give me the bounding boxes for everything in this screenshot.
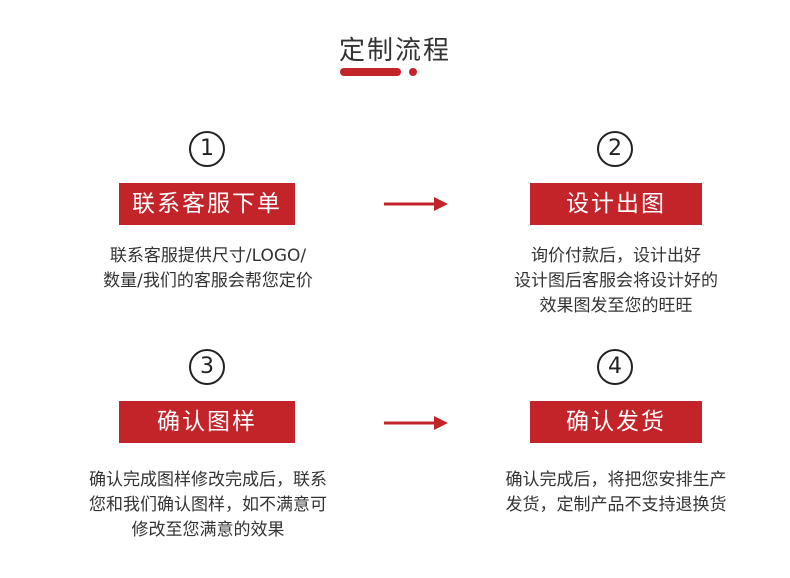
- step-4-label: 确认发货: [530, 401, 702, 443]
- page-title: 定制流程: [338, 36, 451, 66]
- step-1-number-text: 1: [200, 136, 214, 161]
- arrow-right-icon: [384, 416, 448, 430]
- step-2-number-text: 2: [608, 136, 622, 161]
- step-1-description: 联系客服提供尺寸/LOGO/ 数量/我们的客服会帮您定价: [103, 246, 313, 291]
- step-3-number-text: 3: [200, 354, 214, 379]
- step-2-number: 2: [597, 131, 633, 167]
- step-1-number: 1: [189, 131, 225, 167]
- title-underline-dot: [409, 68, 417, 76]
- arrow-right-icon: [384, 197, 448, 211]
- title-underline-bar: [340, 68, 401, 76]
- step-1-label: 联系客服下单: [119, 183, 295, 225]
- step-3-number: 3: [189, 349, 225, 385]
- step-4-description: 确认完成后，将把您安排生产 发货，定制产品不支持退换货: [505, 470, 727, 515]
- step-3-description: 确认完成图样修改完成后，联系 您和我们确认图样，如不满意可 修改至您满意的效果: [89, 470, 327, 540]
- step-4-number: 4: [597, 349, 633, 385]
- step-2-label: 设计出图: [530, 183, 702, 225]
- step-2-description: 询价付款后，设计出好 设计图后客服会将设计好的 效果图发至您的旺旺: [514, 246, 718, 316]
- step-3-label: 确认图样: [119, 401, 295, 443]
- step-4-number-text: 4: [608, 354, 622, 379]
